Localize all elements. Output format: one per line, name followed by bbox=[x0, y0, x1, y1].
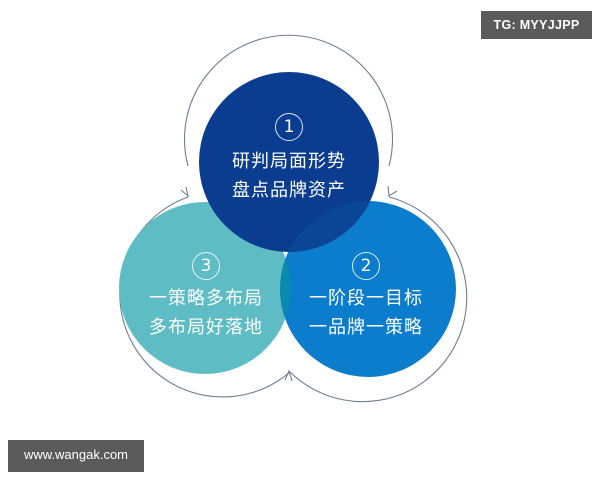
arrow-icon bbox=[180, 186, 189, 198]
arc-circle2 bbox=[289, 196, 468, 403]
step-number-3: 3 bbox=[192, 252, 220, 280]
arrow-icon bbox=[284, 369, 293, 382]
circle-2 bbox=[280, 201, 456, 377]
arc-circle1 bbox=[183, 34, 394, 167]
arrow-icons bbox=[180, 185, 398, 382]
circle-2-line-1: 一阶段一目标 bbox=[309, 288, 423, 309]
circle-1 bbox=[199, 72, 379, 252]
circle-3-line-2: 多布局好落地 bbox=[149, 317, 263, 338]
watermark-telegram: TG: MYYJJPP bbox=[481, 11, 592, 39]
arrow-icon bbox=[387, 185, 398, 197]
circle-3-content: 3 一策略多布局 多布局好落地 bbox=[116, 252, 296, 342]
step-number-2: 2 bbox=[352, 252, 380, 280]
circle-1-line-1: 研判局面形势 bbox=[232, 151, 346, 172]
circle-1-content: 1 研判局面形势 盘点品牌资产 bbox=[199, 113, 379, 205]
watermark-website: www.wangak.com bbox=[8, 440, 144, 472]
circle-2-content: 2 一阶段一目标 一品牌一策略 bbox=[276, 252, 456, 342]
circle-3-line-1: 一策略多布局 bbox=[149, 288, 263, 309]
circle-3 bbox=[119, 202, 291, 374]
circle-2-line-2: 一品牌一策略 bbox=[309, 317, 423, 338]
circle-1-line-2: 盘点品牌资产 bbox=[232, 180, 346, 201]
step-number-1: 1 bbox=[275, 113, 303, 141]
